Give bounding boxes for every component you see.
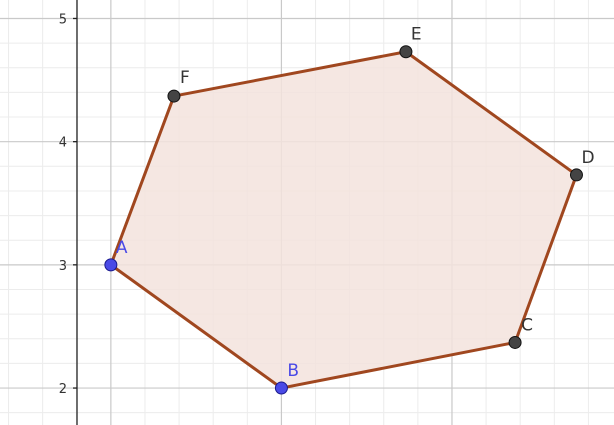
point-d[interactable]: [569, 168, 583, 182]
points: [104, 45, 583, 395]
point-label-c: C: [521, 315, 533, 335]
y-axis-tick-labels: 2 3 4 5: [59, 12, 77, 397]
hexagon-polygon[interactable]: [109, 50, 578, 390]
point-a[interactable]: [104, 258, 118, 272]
point-e[interactable]: [399, 45, 413, 59]
point-b[interactable]: [274, 381, 288, 395]
point-label-d: D: [581, 148, 594, 168]
point-label-e: E: [411, 25, 422, 45]
y-tick-label: 3: [59, 259, 67, 274]
y-tick-label: 4: [59, 136, 67, 151]
point-label-a: A: [116, 238, 128, 258]
point-f[interactable]: [167, 89, 181, 103]
y-tick-label: 2: [59, 382, 67, 397]
point-c[interactable]: [508, 335, 522, 349]
y-tick-label: 5: [59, 12, 67, 27]
point-label-b: B: [287, 361, 299, 381]
point-labels: A B C D E F: [116, 25, 595, 381]
point-label-f: F: [180, 68, 190, 88]
